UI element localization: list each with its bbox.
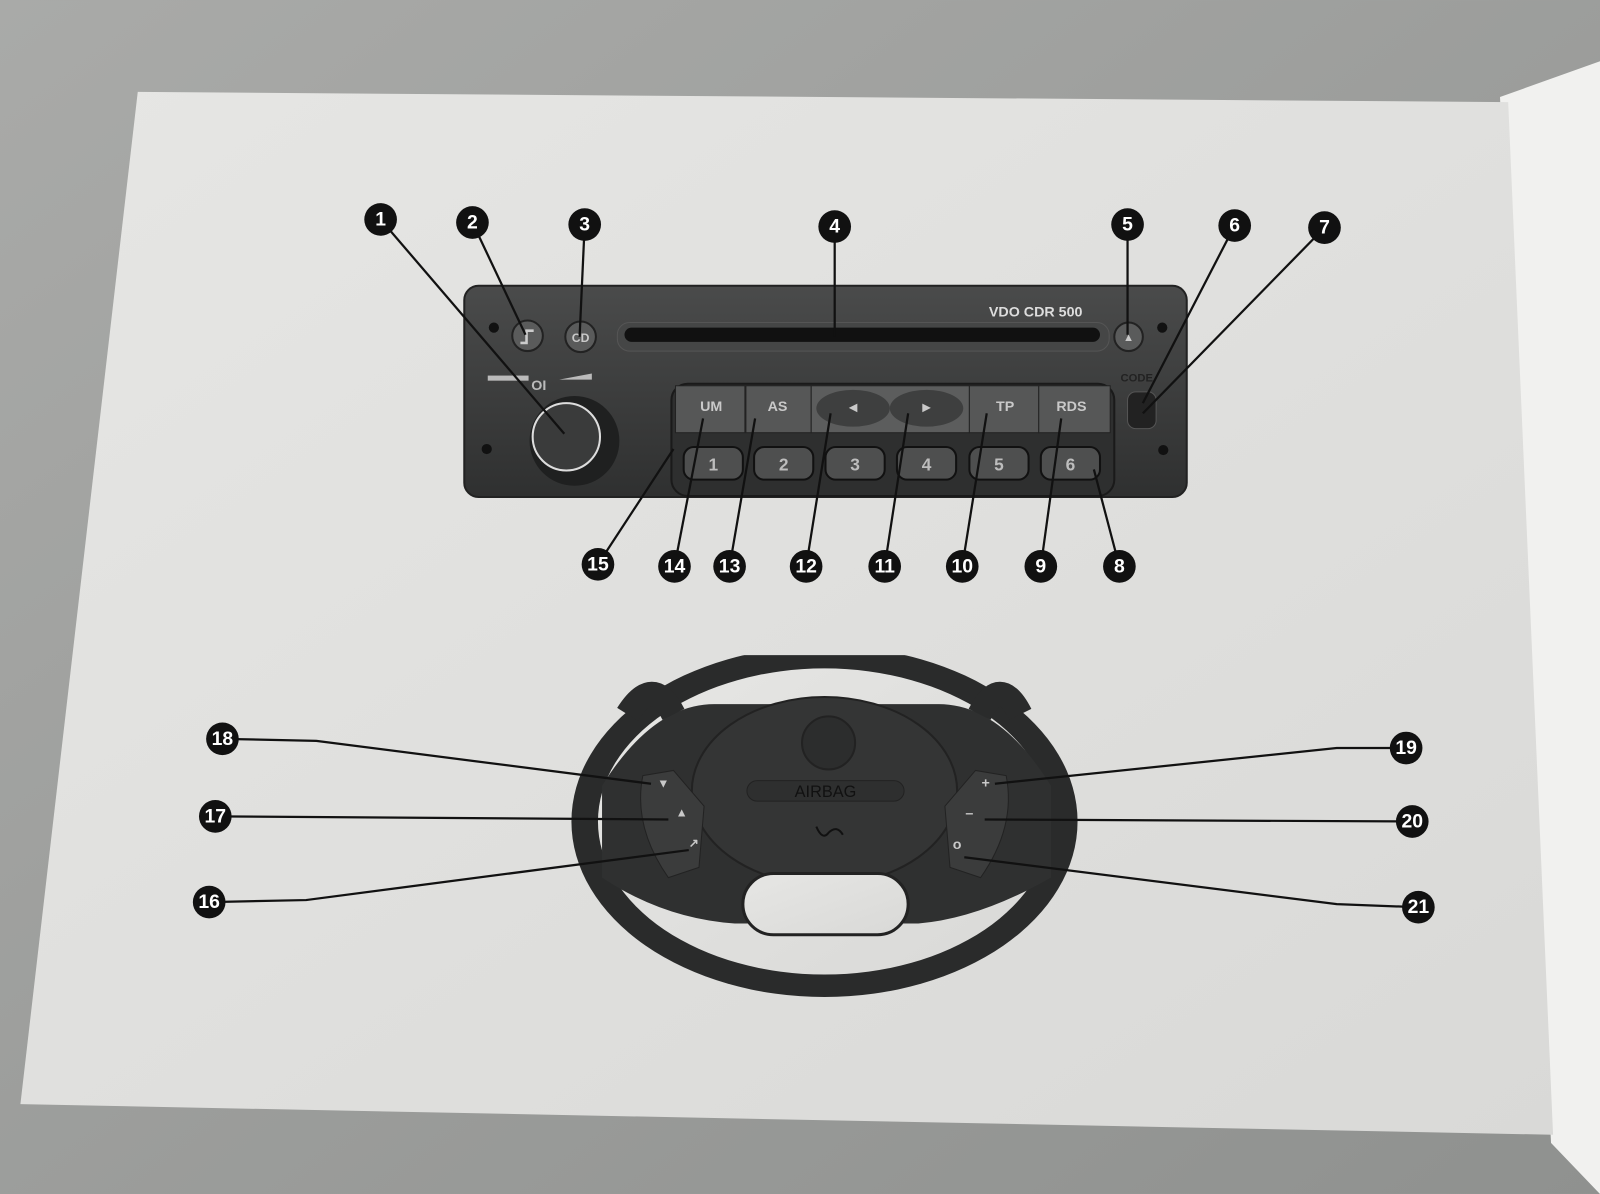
airbag-label: AIRBAG	[795, 783, 857, 801]
rds-label: RDS	[1056, 399, 1086, 415]
svg-text:9: 9	[1035, 555, 1046, 577]
power-label: OI	[531, 378, 546, 394]
callout-12: 12	[789, 550, 823, 583]
svg-text:12: 12	[795, 555, 817, 577]
callout-8: 8	[1103, 550, 1136, 583]
preset-3[interactable]	[824, 445, 886, 481]
preset-1[interactable]	[682, 445, 744, 481]
source-control-icon[interactable]: ↗	[689, 836, 699, 850]
volume-knob[interactable]	[531, 402, 602, 472]
cd-slot[interactable]	[624, 327, 1100, 342]
function-buttons: UM AS ◄ ► TP RDS	[675, 385, 1111, 434]
svg-text:5: 5	[1122, 214, 1133, 236]
svg-text:6: 6	[1229, 215, 1240, 237]
svg-text:21: 21	[1408, 896, 1430, 918]
callout-21: 21	[1402, 890, 1435, 924]
right-page	[1500, 61, 1600, 1194]
horn-emblem	[801, 715, 857, 771]
volume-scale	[487, 375, 529, 381]
callouts: 1 2 3 4 5 6 7 8 9 10 11 12 13 14 15 16 1…	[192, 203, 1435, 924]
volume-scale-wedge	[559, 373, 592, 380]
callout-10: 10	[945, 550, 979, 583]
svg-text:3: 3	[579, 214, 590, 236]
callout-5: 5	[1111, 208, 1144, 241]
callout-9: 9	[1024, 550, 1058, 583]
rds-button[interactable]	[1038, 385, 1111, 434]
seek-back-icon: ◄	[846, 400, 860, 416]
callout-1: 1	[364, 203, 397, 236]
preset-4[interactable]	[895, 445, 958, 481]
preset-5[interactable]	[968, 445, 1030, 481]
svg-text:10: 10	[951, 555, 973, 577]
volume-down-icon[interactable]: –	[965, 805, 973, 821]
um-label: UM	[700, 399, 722, 415]
preset-label: 6	[1066, 454, 1076, 474]
svg-text:7: 7	[1319, 217, 1330, 239]
svg-text:20: 20	[1401, 810, 1423, 832]
svg-text:8: 8	[1114, 555, 1125, 577]
screw	[488, 322, 499, 333]
horn-icon	[815, 826, 844, 837]
up-control-icon[interactable]: ▲	[676, 805, 688, 819]
preset-label: 5	[994, 454, 1004, 474]
preset-label: 1	[708, 454, 718, 474]
airbag-plate	[746, 780, 905, 802]
eject-icon: ▲	[1123, 332, 1134, 344]
callout-13: 13	[713, 550, 746, 583]
svg-text:11: 11	[874, 555, 895, 577]
callout-18: 18	[206, 722, 239, 756]
preset-label: 4	[922, 454, 932, 474]
screw	[481, 443, 492, 455]
steering-wheel	[571, 655, 1078, 997]
preset-2[interactable]	[753, 445, 815, 481]
preset-label: 3	[850, 454, 860, 474]
sound-icon	[520, 329, 534, 345]
volume-up-icon[interactable]: +	[982, 776, 990, 792]
tp-label: TP	[996, 399, 1015, 415]
code-label: CODE	[1121, 373, 1154, 385]
down-control-icon[interactable]: ▼	[657, 777, 669, 791]
as-label: AS	[768, 399, 788, 415]
callout-15: 15	[581, 548, 615, 581]
callout-20: 20	[1395, 805, 1429, 838]
screw	[1158, 444, 1169, 456]
svg-text:4: 4	[829, 216, 840, 238]
callout-11: 11	[868, 550, 902, 583]
callout-7: 7	[1308, 211, 1341, 244]
svg-text:2: 2	[467, 212, 478, 234]
svg-text:14: 14	[664, 555, 686, 577]
svg-text:18: 18	[212, 728, 234, 750]
preset-label: 2	[779, 454, 789, 474]
callout-14: 14	[658, 550, 691, 583]
radio-unit: VDO CDR 500 CD ▲ CODE OI UM AS	[463, 284, 1188, 499]
callout-16: 16	[192, 885, 226, 919]
um-button[interactable]	[675, 385, 746, 434]
svg-text:17: 17	[205, 805, 227, 827]
radio-brand: VDO CDR 500	[989, 304, 1083, 320]
seek-back-button[interactable]	[816, 389, 890, 427]
svg-text:15: 15	[587, 553, 609, 575]
svg-text:16: 16	[198, 891, 220, 913]
callout-4: 4	[818, 210, 852, 243]
code-button[interactable]	[1127, 391, 1157, 430]
svg-text:19: 19	[1395, 737, 1417, 759]
right-steering-controls: + – o	[944, 769, 1009, 879]
tp-button[interactable]	[968, 385, 1040, 434]
callout-6: 6	[1218, 209, 1252, 242]
callout-3: 3	[568, 208, 602, 241]
callout-19: 19	[1389, 731, 1423, 765]
mute-icon[interactable]: o	[953, 837, 962, 853]
sound-button[interactable]	[511, 319, 544, 353]
leader-lines	[209, 218, 1419, 909]
callout-17: 17	[198, 800, 232, 833]
cd-button-label: CD	[572, 331, 590, 345]
seek-forward-icon: ►	[919, 400, 933, 416]
svg-text:1: 1	[375, 208, 386, 230]
screw	[1157, 322, 1168, 333]
svg-text:13: 13	[719, 555, 741, 577]
callout-2: 2	[456, 206, 489, 239]
